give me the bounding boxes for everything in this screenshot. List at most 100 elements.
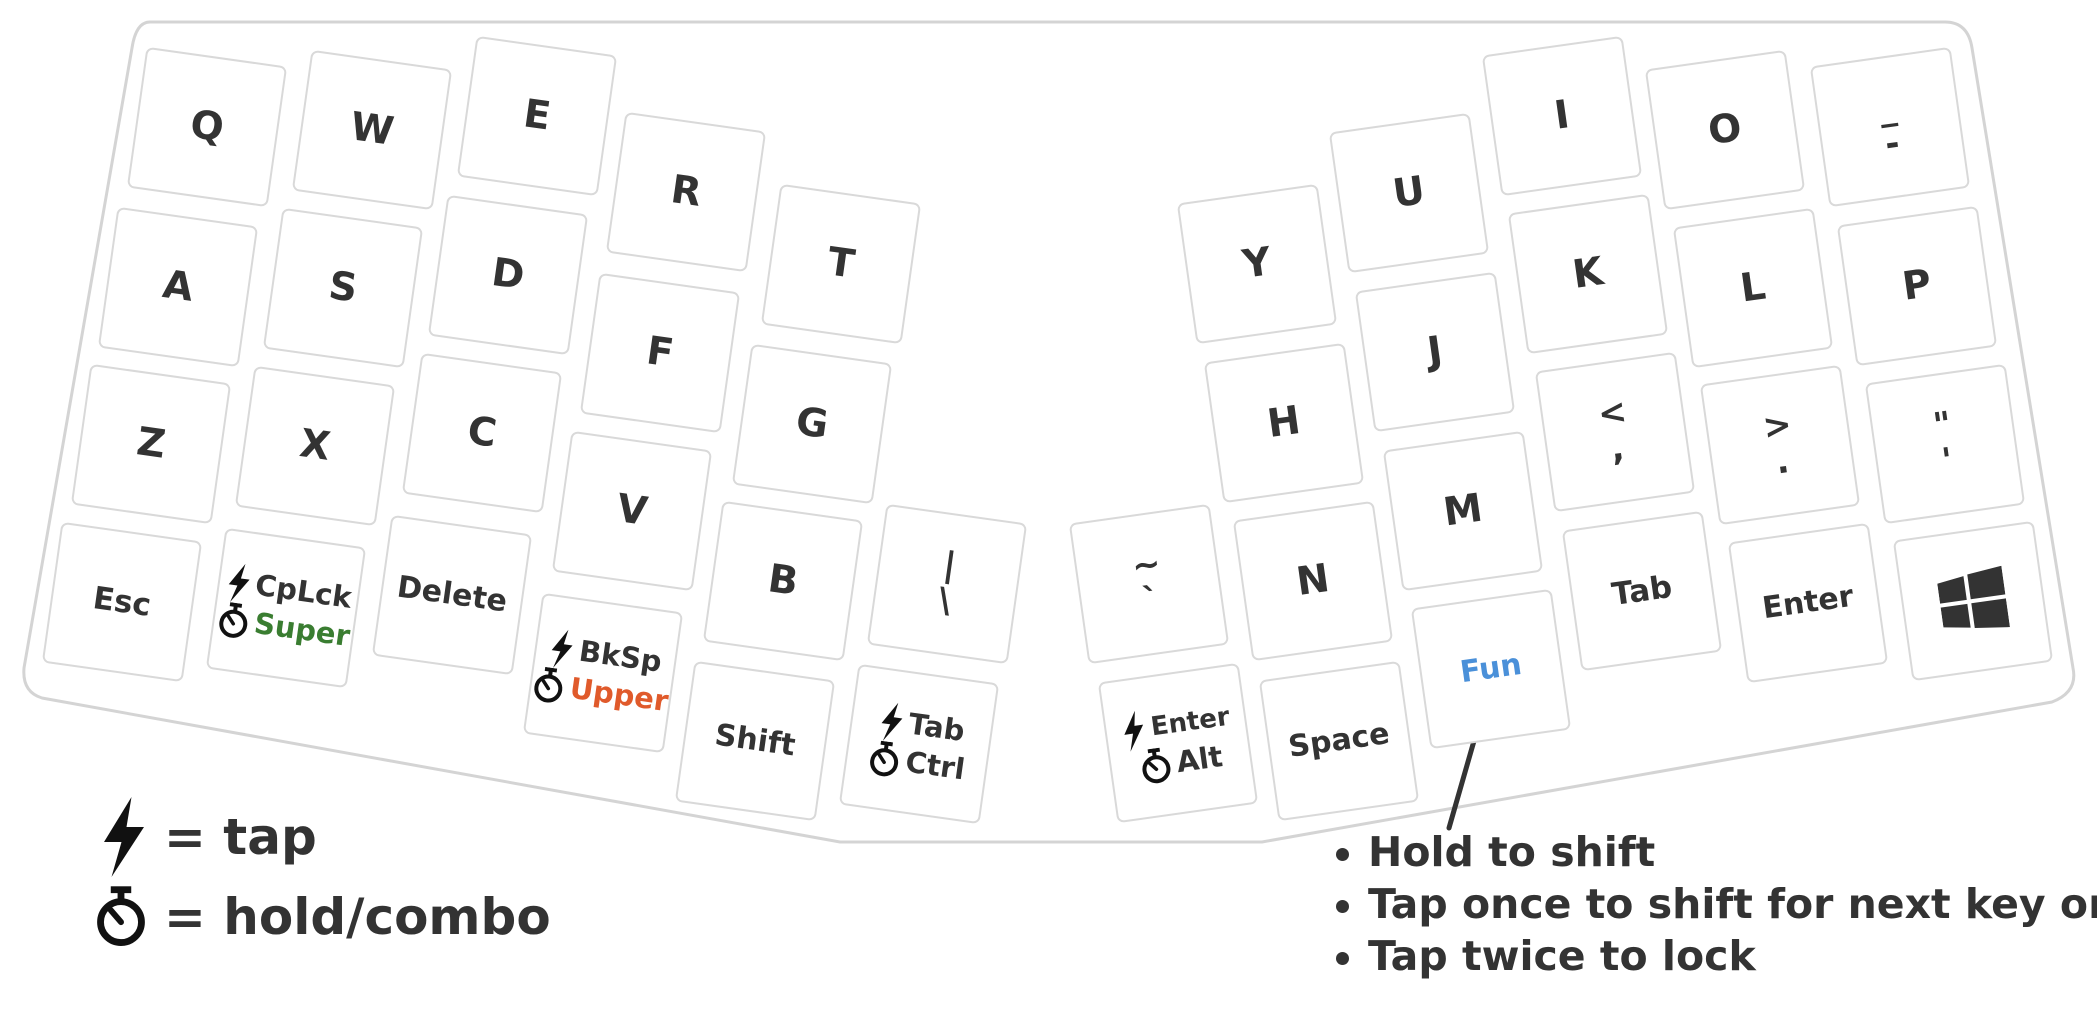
key-underscore-minus[interactable]: _ - bbox=[1809, 46, 1971, 208]
key-space[interactable]: Space bbox=[1258, 660, 1420, 822]
key-label-base: ` bbox=[1140, 579, 1163, 622]
tap-label: Tab bbox=[906, 706, 967, 749]
key-label: J bbox=[1424, 327, 1446, 375]
key-label-shifted: < bbox=[1595, 391, 1630, 436]
key-tilde-backtick[interactable]: ~ ` bbox=[1068, 503, 1230, 665]
key-o[interactable]: O bbox=[1644, 49, 1806, 211]
note-item: Tap once to shift for next key only bbox=[1328, 878, 2097, 930]
key-bksp-upper[interactable]: BkSp Upper bbox=[522, 592, 684, 754]
tap-row: BkSp bbox=[547, 628, 665, 683]
key-label: Space bbox=[1286, 716, 1392, 766]
stopwatch-icon bbox=[1137, 746, 1176, 786]
stopwatch-icon bbox=[530, 665, 569, 705]
key-label: X bbox=[297, 420, 334, 470]
key-esc[interactable]: Esc bbox=[41, 521, 203, 683]
key-j[interactable]: J bbox=[1354, 271, 1516, 433]
key-k[interactable]: K bbox=[1507, 193, 1669, 355]
tap-row: Tab bbox=[876, 700, 967, 752]
key-symbol-stack: | \ bbox=[935, 544, 959, 622]
key-label: P bbox=[1899, 260, 1935, 310]
key-b[interactable]: B bbox=[702, 500, 864, 662]
key-e[interactable]: E bbox=[456, 35, 618, 197]
key-q[interactable]: Q bbox=[126, 46, 288, 208]
key-m[interactable]: M bbox=[1382, 430, 1544, 592]
key-c[interactable]: C bbox=[401, 352, 563, 514]
key-label: Q bbox=[187, 101, 227, 151]
key-label-base: \ bbox=[935, 580, 954, 622]
key-pipe-backslash[interactable]: | \ bbox=[866, 503, 1028, 665]
key-p[interactable]: P bbox=[1836, 205, 1998, 367]
key-label: Y bbox=[1239, 238, 1274, 288]
legend-tap: = tap bbox=[98, 797, 317, 877]
stopwatch-icon bbox=[865, 739, 904, 779]
tap-row: CpLck bbox=[223, 562, 354, 619]
lightning-icon bbox=[547, 628, 578, 671]
key-enter[interactable]: Enter bbox=[1727, 522, 1889, 684]
key-g[interactable]: G bbox=[731, 343, 893, 505]
key-cplck-super[interactable]: CpLck Super bbox=[205, 527, 367, 689]
key-t[interactable]: T bbox=[760, 183, 922, 345]
key-label: B bbox=[765, 555, 801, 605]
key-label: O bbox=[1705, 104, 1745, 154]
key-label-base: - bbox=[1882, 123, 1903, 165]
lightning-icon bbox=[223, 562, 254, 605]
key-quote-apostrophe[interactable]: " ' bbox=[1864, 363, 2026, 525]
key-label: S bbox=[326, 262, 361, 312]
key-h[interactable]: H bbox=[1203, 342, 1365, 504]
key-symbol-stack: < , bbox=[1595, 391, 1634, 470]
key-v[interactable]: V bbox=[551, 430, 713, 592]
key-r[interactable]: R bbox=[605, 111, 767, 273]
fun-key-notes: Hold to shift Tap once to shift for next… bbox=[1328, 826, 2097, 982]
note-item: Tap twice to lock bbox=[1328, 930, 2097, 982]
key-label: F bbox=[643, 327, 677, 377]
legend-hold: = hold/combo bbox=[92, 886, 551, 948]
key-f[interactable]: F bbox=[579, 272, 741, 434]
key-label: R bbox=[668, 166, 705, 216]
key-enter-alt[interactable]: Enter Alt bbox=[1097, 662, 1259, 824]
key-i[interactable]: I bbox=[1481, 35, 1643, 197]
key-label: Esc bbox=[90, 579, 154, 624]
hold-label: Alt bbox=[1174, 739, 1225, 780]
key-x[interactable]: X bbox=[234, 365, 396, 527]
key-a[interactable]: A bbox=[97, 206, 259, 368]
key-label-shifted: ~ bbox=[1129, 543, 1164, 588]
legend-hold-text: = hold/combo bbox=[164, 888, 551, 946]
key-label: D bbox=[488, 249, 528, 299]
key-n[interactable]: N bbox=[1232, 500, 1394, 662]
key-label: C bbox=[464, 407, 500, 457]
key-symbol-stack: ~ ` bbox=[1129, 543, 1168, 622]
key-w[interactable]: W bbox=[291, 49, 453, 211]
key-fun[interactable]: Fun bbox=[1410, 588, 1572, 750]
key-label: W bbox=[347, 103, 397, 155]
key-label-shifted: | bbox=[940, 544, 959, 587]
key-label: T bbox=[824, 238, 858, 288]
key-label: Shift bbox=[712, 717, 798, 764]
key-gt-period[interactable]: > . bbox=[1699, 364, 1861, 526]
tap-label: Enter bbox=[1148, 701, 1232, 743]
key-lt-comma[interactable]: < , bbox=[1534, 351, 1696, 513]
key-label: G bbox=[793, 398, 832, 448]
key-label: E bbox=[520, 90, 554, 140]
key-u[interactable]: U bbox=[1328, 112, 1490, 274]
key-label: M bbox=[1440, 485, 1486, 536]
key-shift[interactable]: Shift bbox=[674, 660, 836, 822]
stopwatch-icon bbox=[214, 601, 253, 641]
key-label-base: ' bbox=[1939, 440, 1956, 482]
key-d[interactable]: D bbox=[427, 194, 589, 356]
key-z[interactable]: Z bbox=[70, 363, 232, 525]
note-item: Hold to shift bbox=[1328, 826, 2097, 878]
key-y[interactable]: Y bbox=[1176, 183, 1338, 345]
legend-tap-text: = tap bbox=[164, 808, 317, 866]
key-l[interactable]: L bbox=[1672, 207, 1834, 369]
key-delete[interactable]: Delete bbox=[371, 514, 533, 676]
hold-label: Ctrl bbox=[903, 744, 967, 787]
key-tab-ctrl[interactable]: Tab Ctrl bbox=[838, 663, 1000, 825]
key-label-base: . bbox=[1773, 441, 1792, 483]
key-symbol-stack: _ - bbox=[1876, 88, 1904, 165]
key-tab-right[interactable]: Tab bbox=[1561, 510, 1723, 672]
key-label: H bbox=[1264, 397, 1304, 447]
key-label: Z bbox=[134, 418, 169, 468]
key-s[interactable]: S bbox=[262, 207, 424, 369]
key-windows[interactable] bbox=[1892, 520, 2054, 682]
key-label: Tab bbox=[1609, 568, 1675, 613]
